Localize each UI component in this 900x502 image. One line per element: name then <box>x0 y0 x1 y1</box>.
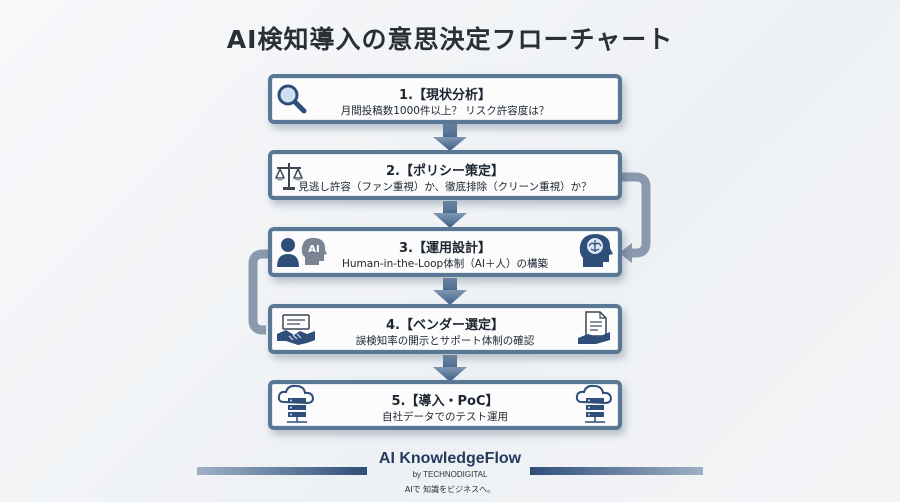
step-5-desc: 自社データでのテスト運用 <box>382 411 508 423</box>
down-arrow-3-4 <box>433 278 467 305</box>
page-title: AI検知導入の意思決定フローチャート <box>226 25 674 54</box>
step-3-box: 3.【運用設計】 Human-in-the-Loop体制（AI＋人）の構築 <box>268 227 622 277</box>
down-arrow-2-3 <box>433 201 467 228</box>
step-1-desc: 月間投稿数1000件以上？ リスク許容度は？ <box>340 105 550 117</box>
step-1-title: 1.【現状分析】 <box>399 88 491 103</box>
step-2-box: 2.【ポリシー策定】 見逃し許容（ファン重視）か、徹底排除（クリーン重視）か？ <box>268 150 622 200</box>
step-1-box: 1.【現状分析】 月間投稿数1000件以上？ リスク許容度は？ <box>268 74 622 124</box>
down-arrow-4-5 <box>433 355 467 382</box>
ai-badge-text: AI <box>308 244 319 255</box>
step-5-title: 5.【導入・PoC】 <box>391 394 499 409</box>
scales-icon <box>274 163 304 190</box>
brain-icon <box>579 234 613 267</box>
step-4-title: 4.【ベンダー選定】 <box>386 318 504 333</box>
footer-bar-left <box>197 467 367 475</box>
step-4-desc: 誤検知率の開示とサポート体制の確認 <box>355 335 535 347</box>
brand-tagline: AIで 知識をビジネスへ。 <box>404 485 496 494</box>
cloud-server-icon <box>277 384 315 423</box>
cloud-server-icon <box>575 384 613 423</box>
loop-arrow-2-to-3 <box>619 172 651 263</box>
step-2-title: 2.【ポリシー策定】 <box>386 164 504 179</box>
human-ai-icon: AI <box>277 237 327 267</box>
step-2-desc: 見逃し許容（ファン重視）か、徹底排除（クリーン重視）か？ <box>298 181 592 193</box>
down-arrow-1-2 <box>433 123 467 151</box>
magnifier-icon <box>277 84 307 114</box>
loop-arrow-3-to-4 <box>248 249 268 335</box>
step-4-box: 4.【ベンダー選定】 誤検知率の開示とサポート体制の確認 <box>268 304 622 354</box>
brand-by-line: by TECHNODIGITAL <box>412 470 488 479</box>
footer-bar-right <box>530 467 703 475</box>
step-5-box: 5.【導入・PoC】 自社データでのテスト運用 <box>268 380 622 430</box>
handshake-icon <box>277 314 315 345</box>
brand-logo-text: AI KnowledgeFlow <box>378 450 522 467</box>
step-3-desc: Human-in-the-Loop体制（AI＋人）の構築 <box>342 258 548 270</box>
document-hand-icon <box>578 311 610 344</box>
step-3-title: 3.【運用設計】 <box>399 241 491 256</box>
